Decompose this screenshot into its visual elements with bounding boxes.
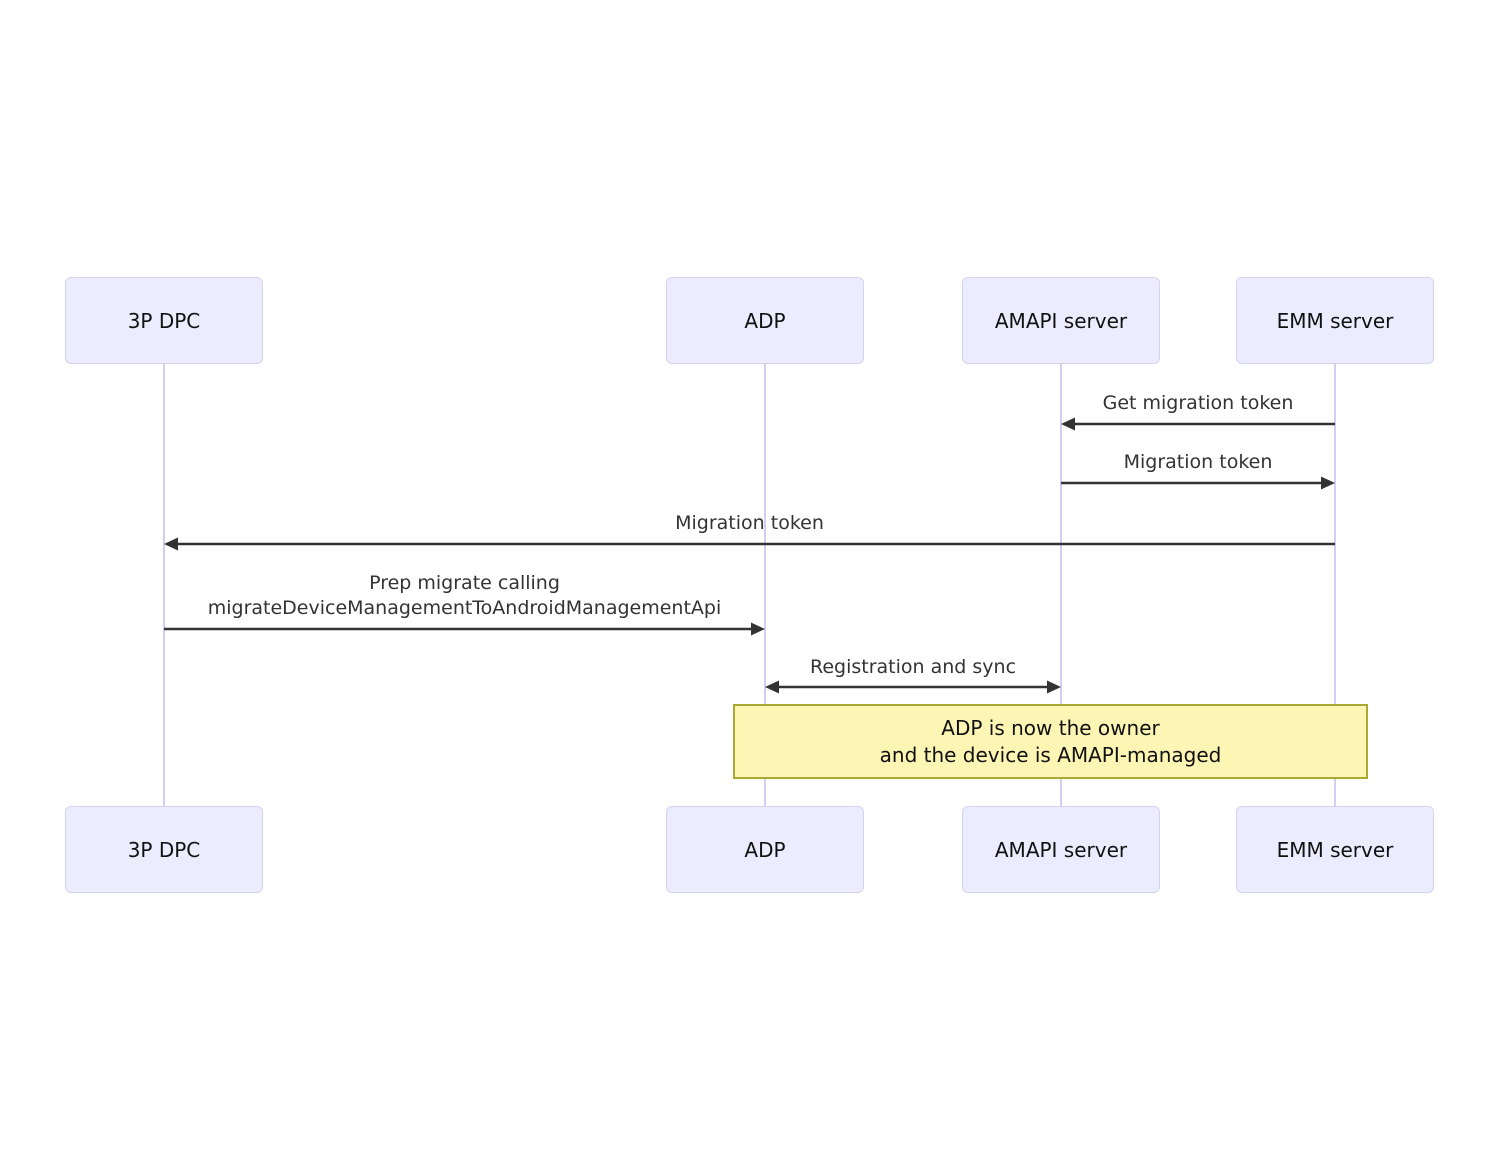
arrowhead-m1-left xyxy=(1061,417,1075,431)
arrowhead-m4-right xyxy=(751,622,765,636)
participant-box-amapi-top[interactable]: AMAPI server xyxy=(962,277,1160,364)
participant-box-dpc-bottom[interactable]: 3P DPC xyxy=(65,806,263,893)
participant-label-amapi-top: AMAPI server xyxy=(994,308,1128,333)
message-label-m3: Migration token xyxy=(675,511,824,536)
message-label-line: migrateDeviceManagementToAndroidManageme… xyxy=(207,597,722,620)
arrowhead-m5-left xyxy=(765,680,779,694)
arrowhead-m5-right xyxy=(1047,680,1061,694)
note-line: and the device is AMAPI-managed xyxy=(879,742,1222,767)
arrowhead-m3-left xyxy=(164,537,178,551)
participant-box-amapi-bottom[interactable]: AMAPI server xyxy=(962,806,1160,893)
participant-label-emm-top: EMM server xyxy=(1276,308,1394,333)
participant-box-emm-top[interactable]: EMM server xyxy=(1236,277,1434,364)
message-label-m5: Registration and sync xyxy=(810,655,1016,680)
participant-label-amapi-bottom: AMAPI server xyxy=(994,837,1128,862)
message-label-line: Migration token xyxy=(675,512,824,534)
message-label-line: Get migration token xyxy=(1102,392,1294,414)
participant-label-dpc-top: 3P DPC xyxy=(127,308,201,333)
message-label-m4: Prep migrate calling migrateDeviceManagem… xyxy=(208,571,722,622)
arrowhead-m2-right xyxy=(1321,476,1335,490)
message-label-line: Prep migrate calling xyxy=(369,572,560,594)
message-label-m1: Get migration token xyxy=(1103,391,1294,416)
participant-box-emm-bottom[interactable]: EMM server xyxy=(1236,806,1434,893)
participant-box-dpc-top[interactable]: 3P DPC xyxy=(65,277,263,364)
message-label-line: Registration and sync xyxy=(809,656,1017,678)
message-label-line: Migration token xyxy=(1123,451,1273,473)
participant-label-emm-bottom: EMM server xyxy=(1276,837,1394,862)
participant-label-dpc-bottom: 3P DPC xyxy=(127,837,201,862)
note-line: ADP is now the owner xyxy=(941,716,1160,741)
participant-label-adp-top: ADP xyxy=(744,308,786,333)
participant-box-adp-bottom[interactable]: ADP xyxy=(666,806,864,893)
message-label-m2: Migration token xyxy=(1124,450,1273,475)
participant-box-adp-top[interactable]: ADP xyxy=(666,277,864,364)
participant-label-adp-bottom: ADP xyxy=(744,837,786,862)
